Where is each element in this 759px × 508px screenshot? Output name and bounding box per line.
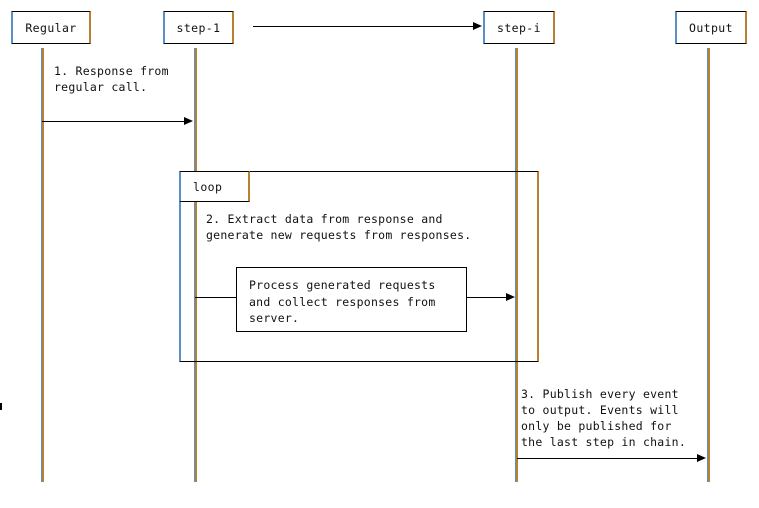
participant-box-step-1[interactable]: step-1	[163, 11, 234, 44]
loop-fragment-tab: loop	[179, 171, 250, 202]
message-label-response: 1. Response from regular call.	[54, 64, 169, 94]
participant-box-output[interactable]: Output	[675, 11, 747, 44]
edge-artifact-tick	[0, 403, 2, 410]
participant-label-regular: Regular	[25, 20, 77, 35]
lifeline-output	[707, 48, 710, 482]
participant-box-step-i[interactable]: step-i	[483, 11, 555, 44]
message-line-chain	[253, 26, 474, 27]
participant-label-output: Output	[689, 20, 733, 35]
lifeline-regular	[41, 48, 44, 482]
lifeline-step-1	[194, 48, 197, 482]
participant-label-step-1: step-1	[176, 20, 221, 35]
message-line-process-left	[195, 297, 236, 298]
message-label-publish: 3. Publish every event to output. Events…	[521, 387, 686, 449]
note-process-requests: Process generated requests and collect r…	[236, 267, 467, 332]
message-arrowhead-process	[506, 292, 515, 301]
loop-fragment	[179, 171, 539, 362]
message-arrowhead-chain	[473, 21, 482, 30]
loop-fragment-body-text: 2. Extract data from response and genera…	[206, 212, 472, 242]
message-line-publish	[517, 458, 698, 459]
message-arrowhead-publish	[697, 453, 706, 462]
loop-fragment-tab-label: loop	[193, 179, 223, 194]
participant-label-step-i: step-i	[497, 20, 541, 35]
lifeline-step-i	[515, 48, 518, 482]
message-line-process-right	[467, 297, 507, 298]
participant-box-regular[interactable]: Regular	[11, 11, 91, 44]
message-line-response	[42, 121, 185, 122]
message-arrowhead-response	[184, 116, 193, 125]
